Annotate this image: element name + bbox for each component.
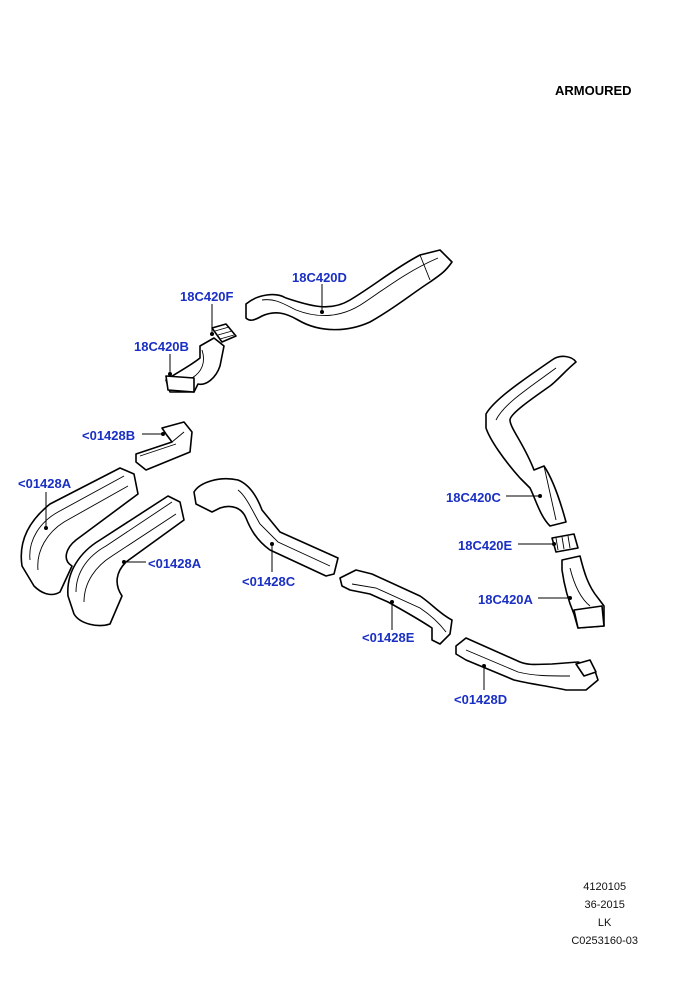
- label-18C420B[interactable]: 18C420B: [134, 339, 189, 354]
- part-18C420A-drawing[interactable]: [561, 555, 605, 629]
- part-01428A-left-drawing[interactable]: [20, 467, 139, 596]
- part-18C420C-drawing[interactable]: [485, 355, 577, 527]
- part-01428E-drawing[interactable]: [339, 569, 453, 645]
- label-18C420A[interactable]: 18C420A: [478, 592, 533, 607]
- part-01428C-drawing[interactable]: [193, 477, 339, 577]
- label-18C420C[interactable]: 18C420C: [446, 490, 501, 505]
- reference-code: LK: [597, 917, 612, 929]
- diagram-title: ARMOURED: [555, 83, 632, 98]
- part-01428A-right-drawing[interactable]: [67, 495, 185, 627]
- part-18C420D-drawing[interactable]: [245, 249, 453, 331]
- label-01428C[interactable]: <01428C: [242, 574, 296, 589]
- label-01428A-right[interactable]: <01428A: [148, 556, 202, 571]
- part-01428B-drawing[interactable]: [135, 421, 193, 471]
- part-18C420B-drawing[interactable]: [165, 337, 225, 393]
- label-01428A-left[interactable]: <01428A: [18, 476, 72, 491]
- reference-illustration-id: C0253160-03: [571, 935, 638, 947]
- reference-number: 4120105: [583, 881, 627, 893]
- label-01428B[interactable]: <01428B: [82, 428, 136, 443]
- part-18C420E-drawing[interactable]: [551, 533, 579, 553]
- label-18C420F[interactable]: 18C420F: [180, 289, 234, 304]
- leader-lines: [44, 284, 572, 690]
- reference-section: 36-2015: [584, 899, 625, 911]
- label-18C420E[interactable]: 18C420E: [458, 538, 513, 553]
- reference-block: 4120105 36-2015 LK C0253160-03: [571, 878, 638, 950]
- part-01428D-drawing[interactable]: [455, 637, 599, 691]
- label-18C420D[interactable]: 18C420D: [292, 270, 347, 285]
- part-18C420F-drawing[interactable]: [211, 323, 237, 343]
- label-01428E[interactable]: <01428E: [362, 630, 415, 645]
- label-01428D[interactable]: <01428D: [454, 692, 508, 707]
